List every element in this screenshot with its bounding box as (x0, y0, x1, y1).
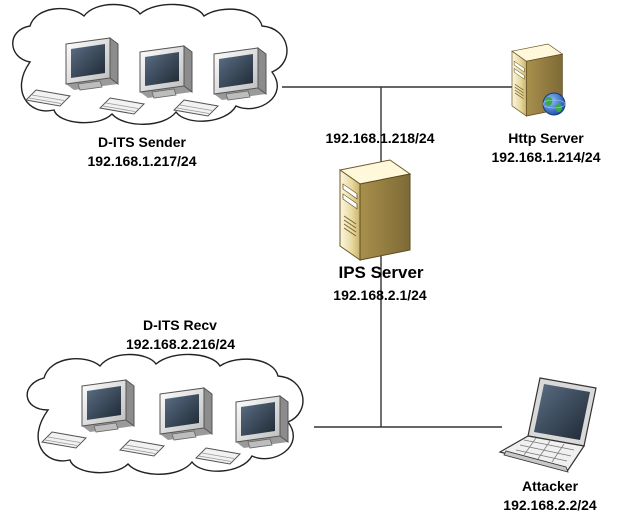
ips-upper-ip: 192.168.1.218/24 (325, 130, 435, 146)
attacker-name: Attacker (521, 478, 579, 494)
ips-server-name: IPS Server (338, 263, 424, 282)
http-server-name: Http Server (508, 130, 584, 146)
globe-icon (542, 92, 566, 116)
web-server-icon (511, 43, 566, 117)
sender-ip: 192.168.1.217/24 (87, 153, 197, 169)
recv-ip: 192.168.2.216/24 (126, 336, 235, 352)
recv-name: D-ITS Recv (143, 317, 217, 333)
server-tower-icon (339, 159, 411, 261)
sender-name: D-ITS Sender (98, 134, 186, 150)
laptop-icon (498, 377, 597, 473)
ips-lower-ip: 192.168.2.1/24 (333, 287, 427, 303)
http-server-ip: 192.168.1.214/24 (491, 149, 601, 165)
connection-lines (282, 86, 512, 428)
attacker-ip: 192.168.2.2/24 (503, 497, 597, 513)
